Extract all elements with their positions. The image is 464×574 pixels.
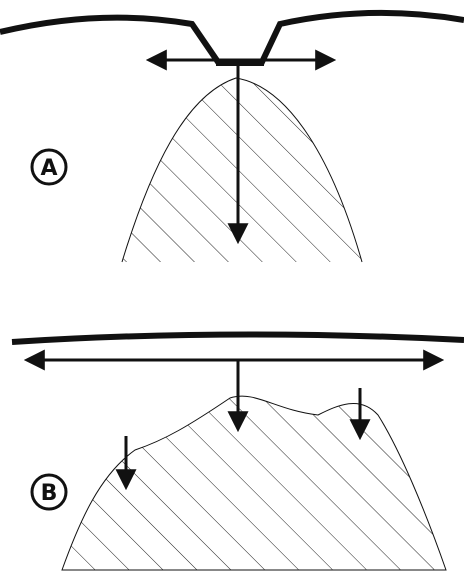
panel-b-label-circle xyxy=(30,473,68,511)
panel-a-label-text: A xyxy=(40,156,57,181)
panel-a-top-plate xyxy=(0,9,464,65)
panel-a-label: A xyxy=(30,148,68,186)
panel-b-label: B xyxy=(30,473,68,511)
panel-a: A xyxy=(0,9,464,263)
panel-a-peak-shape xyxy=(121,77,363,263)
panel-b-top-plate xyxy=(11,331,464,345)
panel-b: B xyxy=(11,331,464,571)
panel-b-surface-shape xyxy=(61,395,447,571)
panel-b-label-text: B xyxy=(41,481,58,506)
panel-a-label-circle xyxy=(30,148,68,186)
